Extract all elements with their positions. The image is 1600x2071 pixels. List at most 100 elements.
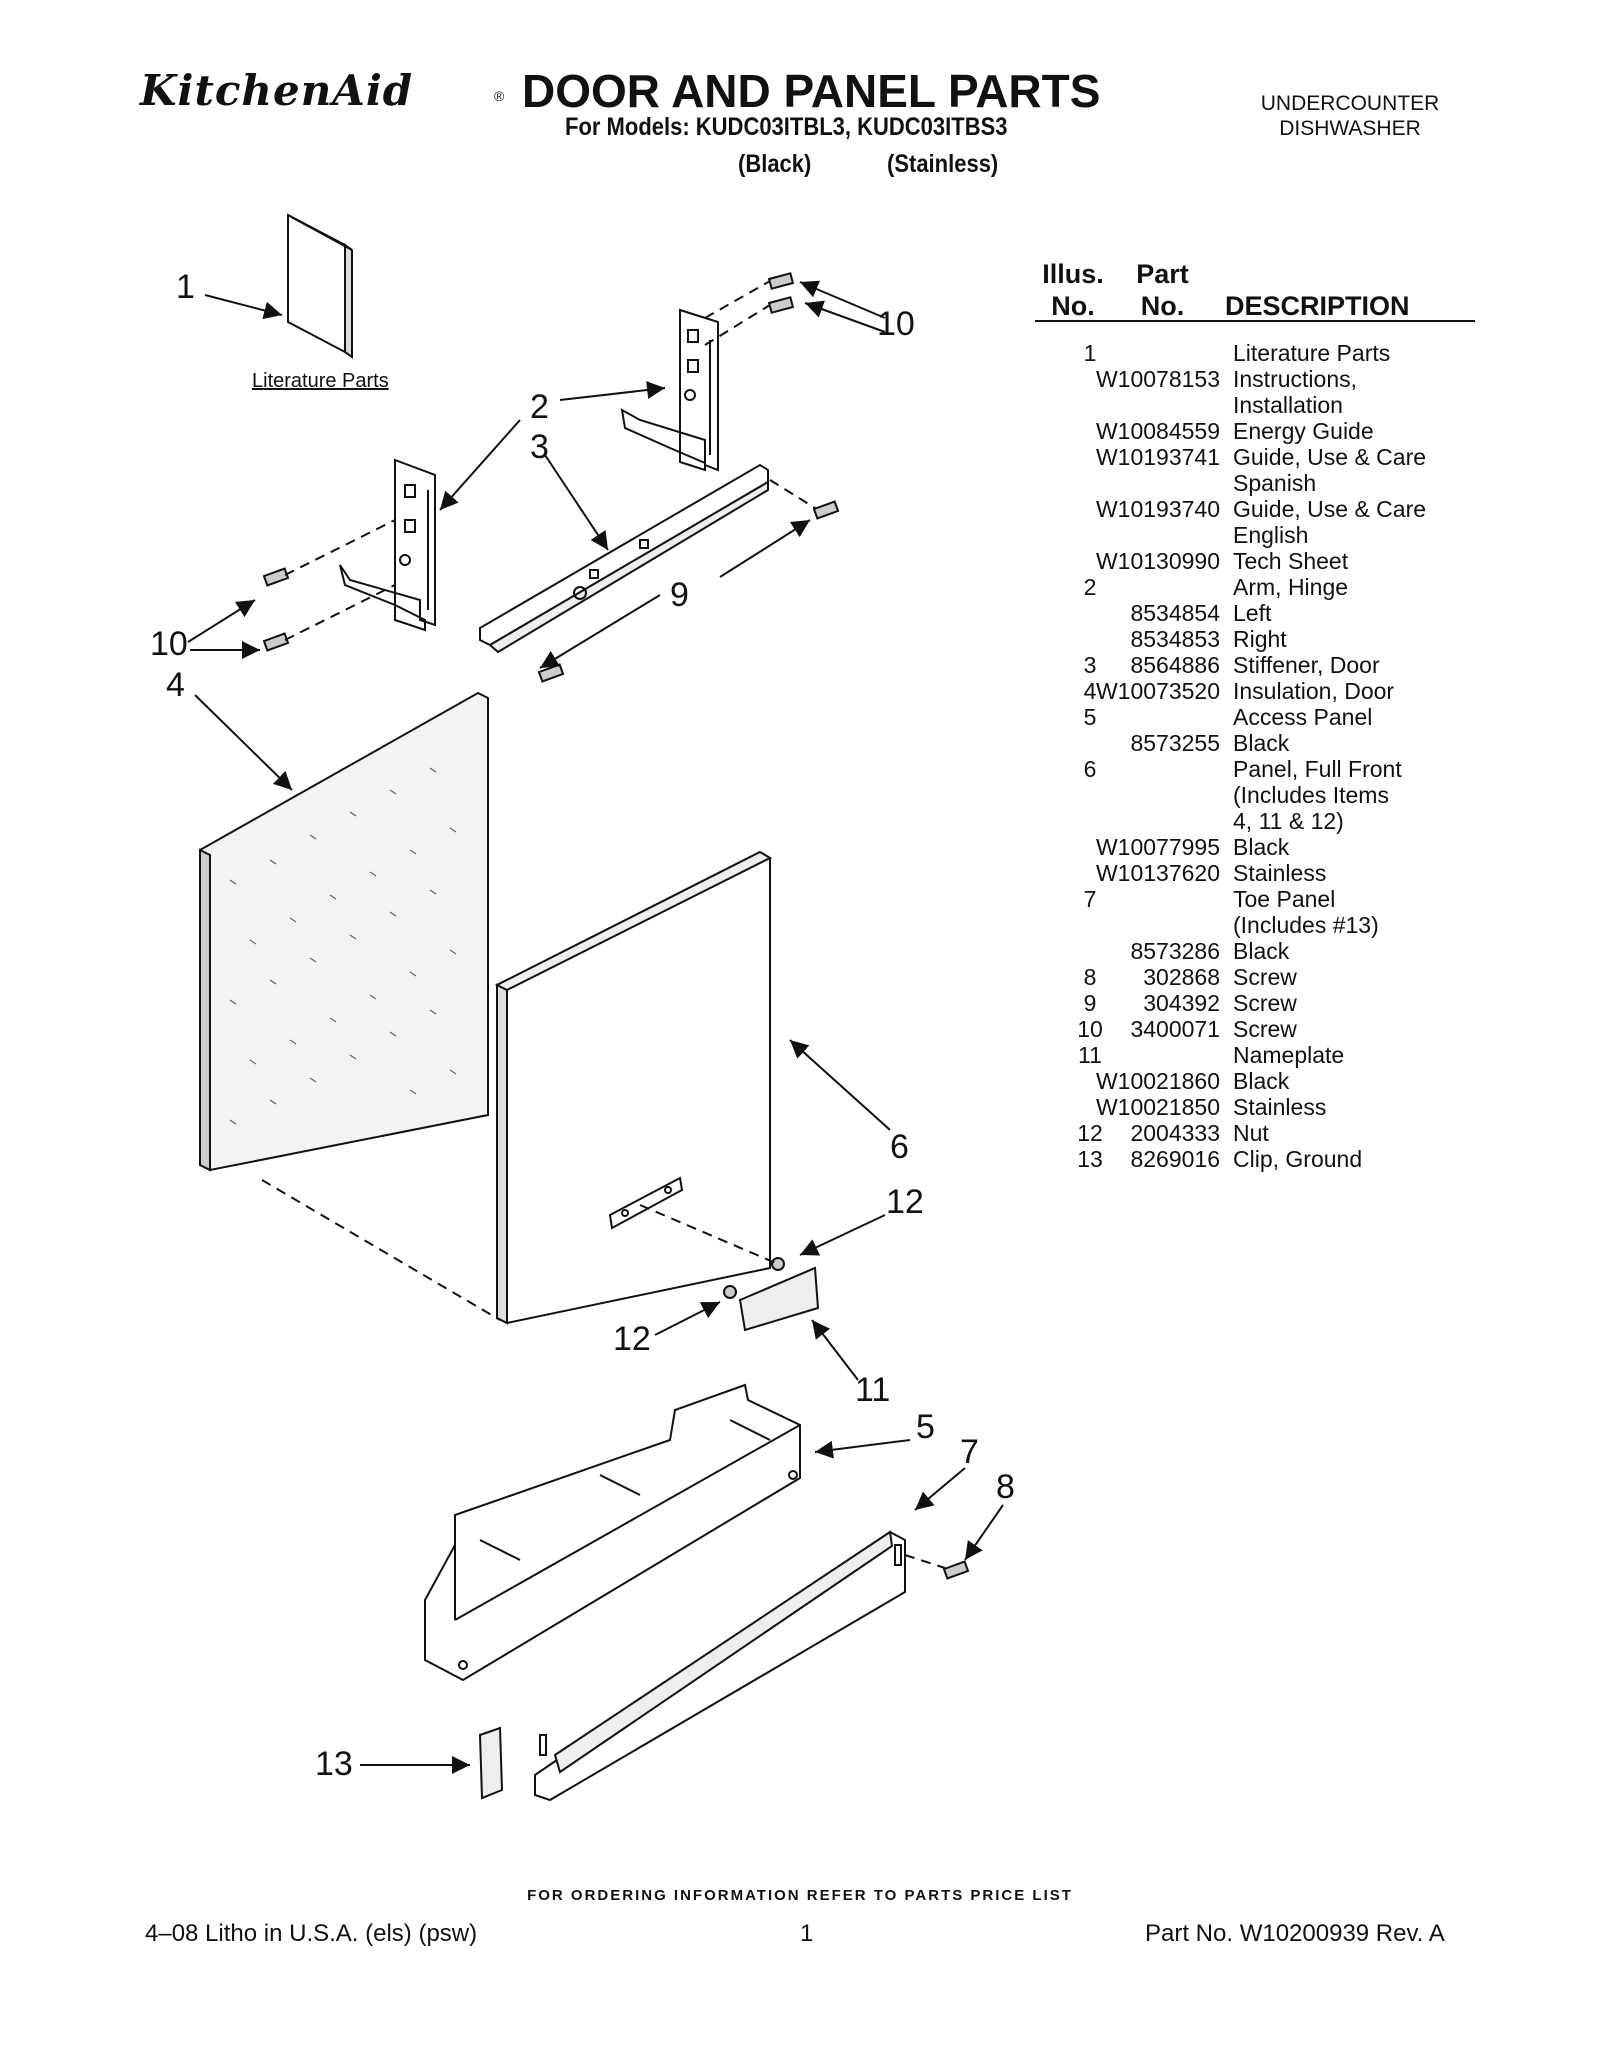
- row-part-number: 304392: [1143, 990, 1220, 1016]
- callout-2: 2: [530, 388, 549, 426]
- row-part-number: 3400071: [1130, 1016, 1220, 1042]
- callout-9: 9: [670, 576, 689, 614]
- row-description: Right: [1233, 626, 1287, 652]
- row-part-number: W10193740: [1095, 496, 1220, 522]
- nut-upper-part: [771, 1257, 785, 1271]
- row-part-number: W10077995: [1095, 834, 1220, 860]
- row-description: Spanish: [1233, 470, 1317, 496]
- row-illus-number: 12: [1077, 1120, 1103, 1146]
- callout-8: 8: [996, 1468, 1015, 1506]
- row-part-number: W10130990: [1095, 548, 1220, 574]
- row-illus-number: 4: [1083, 678, 1097, 704]
- row-description: Stainless: [1233, 860, 1327, 886]
- header-part-line2: No.: [1140, 291, 1185, 321]
- row-description: Screw: [1233, 1016, 1297, 1042]
- row-part-number: W10193741: [1095, 444, 1220, 470]
- door-insulation-part: [199, 691, 489, 1172]
- brand-logo: KitchenAid: [140, 66, 414, 115]
- nameplate-part: [738, 1266, 820, 1332]
- row-illus-number: 10: [1077, 1016, 1103, 1042]
- literature-parts-label: Literature Parts: [252, 370, 389, 392]
- row-illus-number: 2: [1083, 574, 1097, 600]
- row-description: Energy Guide: [1233, 418, 1374, 444]
- litho-info: 4–08 Litho in U.S.A. (els) (psw): [145, 1920, 478, 1947]
- category-line-1: UNDERCOUNTER: [1260, 92, 1440, 115]
- registered-mark: ®: [494, 88, 505, 104]
- row-description: (Includes Items: [1233, 782, 1389, 808]
- row-illus-number: 8: [1083, 964, 1097, 990]
- row-description: Stainless: [1233, 1094, 1327, 1120]
- callout-10-top: 10: [877, 305, 915, 343]
- row-illus-number: 6: [1083, 756, 1097, 782]
- row-illus-number: 13: [1077, 1146, 1103, 1172]
- row-illus-number: 7: [1083, 886, 1097, 912]
- row-part-number: 8534853: [1130, 626, 1220, 652]
- header-part-line1: Part: [1136, 259, 1189, 289]
- header-illus-line2: No.: [1051, 291, 1095, 321]
- callout-5: 5: [916, 1408, 935, 1446]
- row-description: Black: [1233, 834, 1290, 860]
- row-part-number: 8564886: [1130, 652, 1220, 678]
- row-part-number: 8573255: [1130, 730, 1220, 756]
- row-description: Nameplate: [1233, 1042, 1345, 1068]
- row-description: Left: [1233, 600, 1272, 626]
- header-rule: [1035, 320, 1475, 322]
- ground-clip-part: [478, 1726, 504, 1800]
- row-description: Literature Parts: [1233, 340, 1391, 366]
- row-description: Tech Sheet: [1233, 548, 1349, 574]
- toe-panel-part: [534, 1530, 906, 1802]
- row-part-number: W10021860: [1095, 1068, 1220, 1094]
- row-description: Panel, Full Front: [1233, 756, 1402, 782]
- row-illus-number: 1: [1083, 340, 1097, 366]
- row-part-number: 302868: [1143, 964, 1220, 990]
- row-part-number: W10021850: [1095, 1094, 1220, 1120]
- variant-stainless: (Stainless): [887, 150, 999, 178]
- row-part-number: 2004333: [1130, 1120, 1220, 1146]
- nut-lower-part: [723, 1285, 737, 1299]
- row-part-number: W10078153: [1095, 366, 1220, 392]
- hinge-arm-right-part: [620, 308, 719, 472]
- callout-12-lower: 12: [613, 1320, 651, 1358]
- callout-3: 3: [530, 428, 549, 466]
- row-description: Guide, Use & Care: [1233, 496, 1427, 522]
- callout-10-left: 10: [150, 625, 188, 663]
- row-illus-number: 3: [1083, 652, 1097, 678]
- full-front-panel-part: [494, 850, 773, 1325]
- row-description: Installation: [1233, 392, 1343, 418]
- row-description: Screw: [1233, 964, 1297, 990]
- callout-12-upper: 12: [886, 1183, 924, 1221]
- row-description: Black: [1233, 938, 1290, 964]
- callout-13: 13: [315, 1745, 353, 1783]
- row-description: (Includes #13): [1233, 912, 1379, 938]
- document-part-number: Part No. W10200939 Rev. A: [1145, 1920, 1445, 1947]
- page-number: 1: [800, 1920, 814, 1947]
- page-title: DOOR AND PANEL PARTS: [522, 65, 1101, 117]
- row-illus-number: 11: [1078, 1042, 1102, 1068]
- row-description: Black: [1233, 730, 1290, 756]
- category-line-2: DISHWASHER: [1279, 117, 1421, 140]
- variant-black: (Black): [738, 150, 812, 178]
- callout-6: 6: [890, 1128, 909, 1166]
- row-description: English: [1233, 522, 1309, 548]
- row-description: Guide, Use & Care: [1233, 444, 1427, 470]
- row-description: Arm, Hinge: [1233, 574, 1349, 600]
- row-part-number: 8534854: [1130, 600, 1220, 626]
- header-description: DESCRIPTION: [1225, 291, 1410, 321]
- screw-part: [262, 272, 970, 1580]
- row-part-number: W10073520: [1095, 678, 1220, 704]
- row-description: Black: [1233, 1068, 1290, 1094]
- row-illus-number: 9: [1083, 990, 1097, 1016]
- callout-4: 4: [166, 666, 185, 704]
- header-illus-line1: Illus.: [1042, 259, 1104, 289]
- row-part-number: 8269016: [1130, 1146, 1220, 1172]
- callout-7: 7: [960, 1433, 979, 1471]
- row-description: Nut: [1233, 1120, 1269, 1146]
- row-description: 4, 11 & 12): [1233, 808, 1344, 834]
- callout-leaders: [187, 280, 1004, 1774]
- row-description: Toe Panel: [1233, 886, 1336, 912]
- row-description: Insulation, Door: [1233, 678, 1395, 704]
- door-stiffener-part: [479, 463, 769, 654]
- row-illus-number: 5: [1083, 704, 1097, 730]
- row-part-number: W10137620: [1095, 860, 1220, 886]
